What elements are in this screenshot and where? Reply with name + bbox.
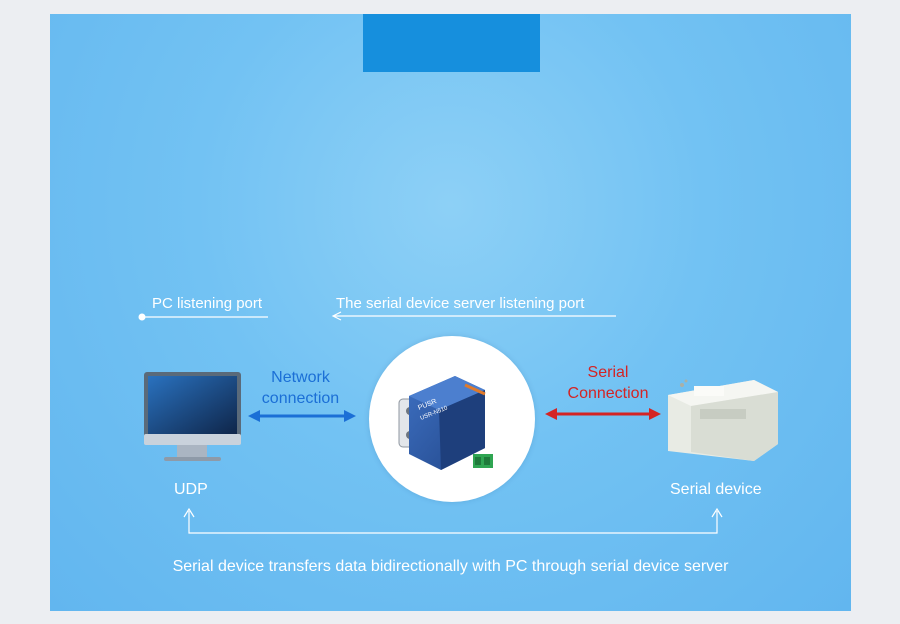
serial-label-line1: Serial <box>587 364 629 381</box>
bottom-connector <box>183 507 723 534</box>
diagram-panel: PUSR USR-N510 PC listening port The seri… <box>50 14 851 611</box>
network-label-line2: connection <box>261 390 340 407</box>
serial-device-server-icon: PUSR USR-N510 <box>398 376 493 470</box>
device-circle: PUSR USR-N510 <box>369 336 535 502</box>
diagram-caption: Serial device transfers data bidirection… <box>172 558 729 575</box>
header-block <box>363 14 540 72</box>
pc-port-label: PC listening port <box>152 295 263 312</box>
network-arrow <box>248 410 356 422</box>
serial-arrow <box>545 408 661 420</box>
desktop-monitor-icon <box>144 372 241 461</box>
diagram-lines <box>138 311 778 534</box>
network-connection-label: Network connection <box>253 367 348 409</box>
server-port-label: The serial device server listening port <box>336 295 585 312</box>
receipt-printer-icon <box>668 379 778 461</box>
network-label-line1: Network <box>271 369 330 386</box>
pc-port-line <box>138 313 268 321</box>
serial-label-line2: Connection <box>567 385 649 402</box>
pc-label: UDP <box>174 481 208 498</box>
serial-connection-label: Serial Connection <box>558 362 658 404</box>
serial-device-label: Serial device <box>670 481 762 498</box>
server-port-line <box>331 311 616 321</box>
